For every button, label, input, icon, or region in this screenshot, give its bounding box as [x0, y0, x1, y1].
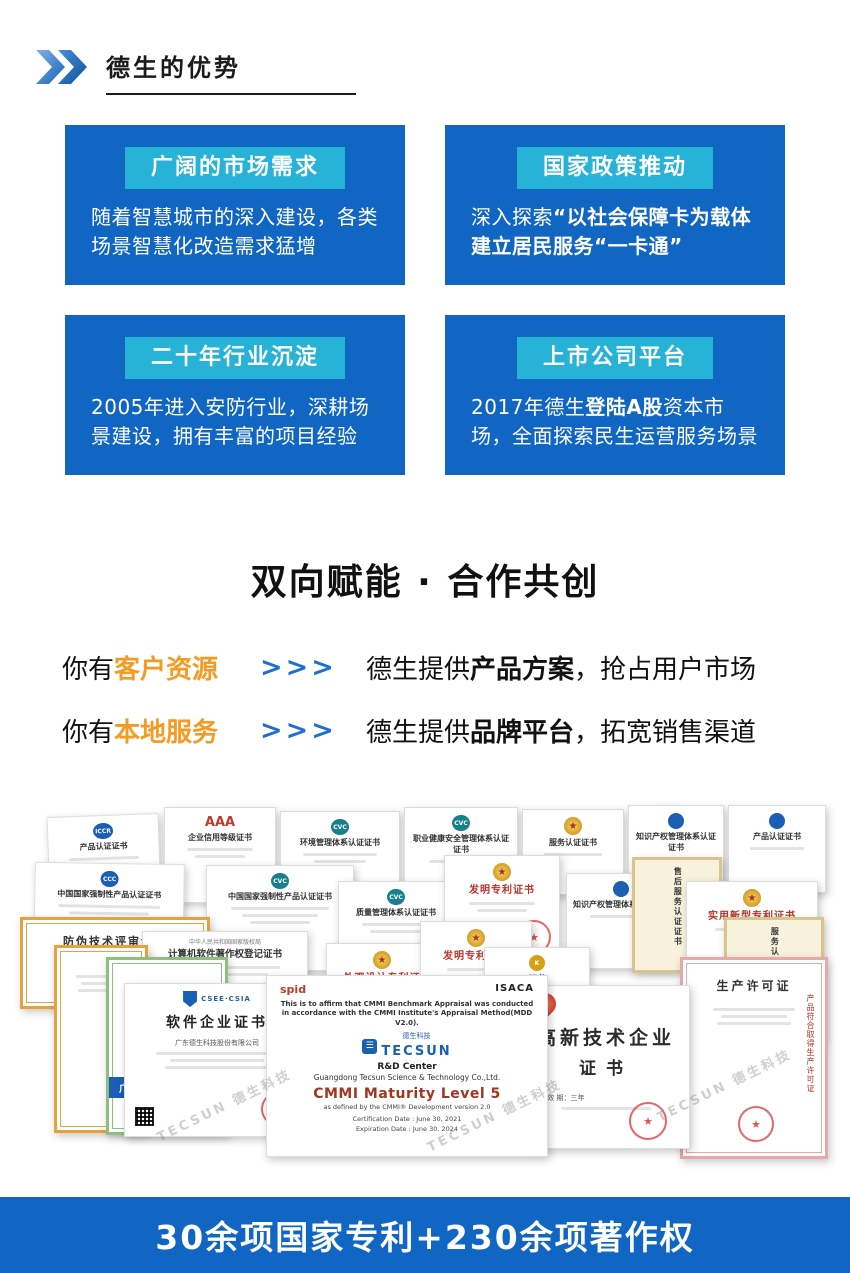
- advantages-header: 德生的优势: [34, 46, 850, 95]
- red-seal-icon: [629, 1102, 667, 1140]
- shield-icon: [183, 991, 198, 1007]
- certificate-collage: ICCR 产品认证证书 AAA 企业信用等级证书 CVC 环境管理体系认证证书 …: [20, 805, 830, 1163]
- certificate-hitech-enterprise: 高新技术企业 证书 有 效 期：三年: [522, 985, 690, 1149]
- national-emblem-icon: [373, 951, 391, 969]
- advantage-cards-grid: 广阔的市场需求 随着智慧城市的深入建设，各类场景智慧化改造需求猛增 国家政策推动…: [65, 125, 785, 475]
- triple-chevron-icon: >>>: [260, 652, 337, 683]
- cert-logo: [613, 881, 629, 897]
- certificate-cmmi: spid ISACA This is to affirm that CMMI B…: [266, 975, 548, 1157]
- cmmi-level-note: as defined by the CMMI® Development vers…: [323, 1103, 491, 1112]
- advantage-card-title: 二十年行业沉淀: [124, 337, 345, 380]
- national-emblem-icon: [493, 863, 511, 881]
- advantage-card-title: 国家政策推动: [516, 147, 713, 190]
- national-emblem-icon: [743, 889, 761, 907]
- cooperation-tecsun-provides: 德生提供品牌平台，拓宽销售渠道: [366, 718, 757, 748]
- national-emblem-icon: [467, 929, 485, 947]
- cmmi-statement: This is to affirm that CMMI Benchmark Ap…: [280, 1000, 534, 1027]
- advantage-card-body: 2017年德生登陆A股资本市场，全面探索民生运营服务场景: [471, 395, 758, 449]
- highlight-customer-resources: 客户资源: [114, 655, 219, 685]
- title-underline: 德生的优势: [106, 46, 356, 95]
- advantage-card-policy: 国家政策推动 深入探索“以社会保障卡为载体建立居民服务“一卡通”: [445, 125, 785, 285]
- footer-banner: 30余项国家专利+230余项著作权: [0, 1197, 850, 1273]
- cert-logo: CVC: [271, 873, 289, 889]
- double-chevron-icon: [36, 50, 87, 84]
- cert-logo: [668, 813, 684, 829]
- cooperation-row-customers: 你有客户资源 >>> 德生提供产品方案，抢占用户市场: [62, 649, 850, 686]
- cooperation-rows: 你有客户资源 >>> 德生提供产品方案，抢占用户市场 你有本地服务 >>> 德生…: [0, 649, 850, 749]
- cooperation-tecsun-provides: 德生提供产品方案，抢占用户市场: [366, 655, 757, 685]
- cooperation-title: 双向赋能 · 合作共创: [250, 562, 600, 603]
- spid-logo: spid: [280, 983, 307, 996]
- advantage-card-title: 上市公司平台: [516, 337, 713, 380]
- cert-logo: AAA: [204, 815, 236, 830]
- advantage-card-body: 随着智慧城市的深入建设，各类场景智慧化改造需求猛增: [91, 205, 378, 259]
- cmmi-level: CMMI Maturity Level 5: [313, 1086, 501, 1103]
- cert-logo: K: [529, 955, 545, 971]
- advantage-card-title: 广阔的市场需求: [124, 147, 345, 190]
- cert-logo: CVC: [331, 819, 349, 835]
- certificate: 产品认证证书: [728, 805, 826, 893]
- license-side-text: 产品符合取得生产许可证: [806, 994, 815, 1093]
- advantage-card-body: 深入探索“以社会保障卡为载体建立居民服务“一卡通”: [471, 205, 752, 259]
- csia-logo: CSEE·CSIA: [183, 991, 251, 1007]
- tecsun-icon: [362, 1038, 378, 1054]
- page-title: 德生的优势: [106, 54, 241, 82]
- advantage-card-experience: 二十年行业沉淀 2005年进入安防行业，深耕场景建设，拥有丰富的项目经验: [65, 315, 405, 475]
- highlight-local-service: 本地服务: [114, 718, 219, 748]
- qr-code: [135, 1107, 154, 1126]
- cooperation-you-have: 你有客户资源: [62, 655, 219, 685]
- advantage-card-market: 广阔的市场需求 随着智慧城市的深入建设，各类场景智慧化改造需求猛增: [65, 125, 405, 285]
- cooperation-row-local-service: 你有本地服务 >>> 德生提供品牌平台，拓宽销售渠道: [62, 712, 850, 749]
- patent-count-text: 30余项国家专利+230余项著作权: [155, 1218, 695, 1257]
- isaca-logo: ISACA: [495, 983, 534, 994]
- emblem-icon: [564, 817, 582, 835]
- advantage-card-body: 2005年进入安防行业，深耕场景建设，拥有丰富的项目经验: [91, 395, 370, 449]
- cert-logo: CVC: [452, 815, 470, 831]
- cert-logo: CVC: [387, 889, 405, 905]
- cert-logo: CCC: [100, 870, 119, 888]
- certificate-production-license: 生产许可证 产品符合取得生产许可证: [680, 957, 828, 1159]
- cooperation-you-have: 你有本地服务: [62, 718, 219, 748]
- cmmi-company: Guangdong Tecsun Science & Technology Co…: [313, 1073, 501, 1083]
- red-seal-icon: [738, 1106, 774, 1142]
- advantage-card-listed: 上市公司平台 2017年德生登陆A股资本市场，全面探索民生运营服务场景: [445, 315, 785, 475]
- cmmi-dept: R&D Center: [377, 1062, 437, 1073]
- triple-chevron-icon: >>>: [260, 715, 337, 746]
- cert-logo: ICCR: [92, 822, 114, 840]
- cert-logo: [769, 813, 785, 829]
